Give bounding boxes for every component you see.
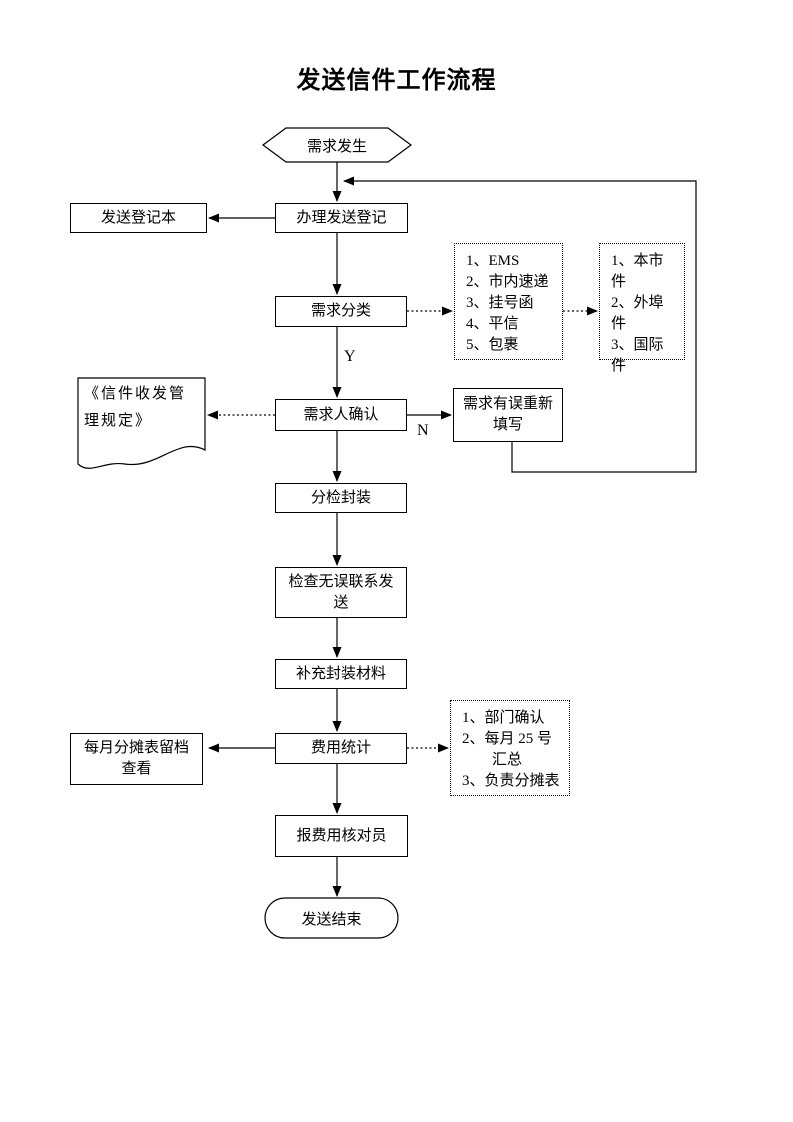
list-item: 1、本市件 [611,253,664,290]
process-label: 费用统计 [310,740,371,756]
list-item: 3、国际件 [611,337,664,374]
list-item: 5、包裹 [466,337,519,353]
process-label: 补充封装材料 [295,665,386,682]
list-item: 4、平信 [466,316,519,332]
list-item: 2、市内速递 [466,274,549,290]
process-supplement: 补充封装材料 [275,659,407,689]
list-item: 1、部门确认 [462,710,545,726]
process-refill: 需求有误重新填写 [453,388,563,442]
process-cost-stat: 费用统计 [275,733,407,764]
note-mail-types: 1、EMS 2、市内速递 3、挂号函 4、平信 5、包裹 [454,243,563,360]
list-item: 1、EMS [466,253,520,269]
process-register-book: 发送登记本 [70,203,207,233]
process-confirm: 需求人确认 [275,399,407,431]
process-sort-pack: 分检封装 [275,483,407,513]
process-report-checker: 报费用核对员 [275,815,408,857]
branch-label-no: N [417,422,429,439]
process-label: 发送登记本 [100,209,176,226]
start-node: 需求发生 [263,128,411,162]
start-label: 需求发生 [306,138,367,155]
feedback-loop-line [343,176,697,473]
process-label: 需求分类 [310,303,371,319]
process-monthly-archive: 每月分摊表留档查看 [70,733,203,785]
list-item: 3、挂号函 [466,295,534,311]
list-item: 3、负责分摊表 [462,773,560,789]
process-classify: 需求分类 [275,296,407,327]
note-destinations: 1、本市件 2、外埠件 3、国际件 [599,243,685,374]
process-register: 办理发送登记 [275,203,408,233]
end-stadium-shape [264,897,399,939]
start-hexagon-shape [261,127,413,163]
process-label: 需求有误重新填写 [462,396,553,433]
document-node: 《信件收发管理规定》 [84,381,202,435]
document-label: 《信件收发管理规定》 [84,386,187,429]
process-label: 分检封装 [310,489,371,506]
process-check-send: 检查无误联系发送 [275,567,407,618]
document-shape [77,377,206,469]
page-title: 发送信件工作流程 [296,68,497,94]
branch-label-yes: Y [344,348,356,365]
end-label: 发送结束 [301,911,362,928]
note-cost-notes: 1、部门确认 2、每月 25 号汇总 3、负责分摊表 [450,700,570,796]
process-label: 报费用核对员 [296,827,387,844]
process-label: 办理发送登记 [296,209,387,226]
list-item: 2、每月 25 号汇总 [462,731,553,768]
process-label: 检查无误联系发送 [288,573,394,611]
process-label: 需求人确认 [303,406,379,423]
list-item: 2、外埠件 [611,295,664,332]
end-node: 发送结束 [265,898,398,938]
process-label: 每月分摊表留档查看 [83,740,189,777]
